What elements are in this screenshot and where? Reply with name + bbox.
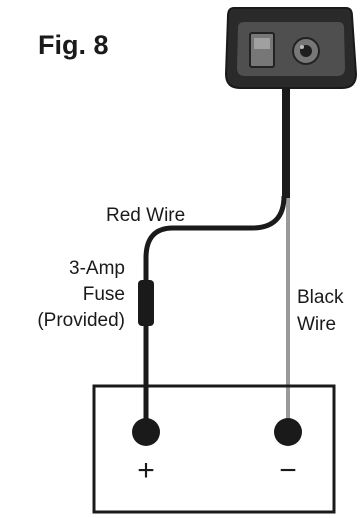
negative-symbol: − (279, 454, 297, 487)
fuse-label-line2: Fuse (83, 284, 125, 305)
black-wire-label-line1: Black (297, 287, 344, 308)
switch-cable (282, 88, 290, 198)
rocker-switch-highlight (254, 38, 270, 49)
fuse-holder-icon (138, 280, 154, 326)
positive-symbol: + (137, 454, 155, 487)
fuse-label-line3: (Provided) (37, 310, 125, 331)
negative-terminal-icon (274, 418, 302, 446)
red-wire (143, 195, 287, 432)
red-wire-label: Red Wire (106, 205, 185, 226)
black-wire-label-line2: Wire (297, 314, 336, 335)
battery-outline (92, 384, 336, 514)
figure-title: Fig. 8 (38, 30, 109, 60)
indicator-light-glint (300, 45, 304, 49)
fuse-label-line1: 3-Amp (69, 258, 125, 279)
switch-panel (224, 7, 358, 89)
positive-terminal-icon (132, 418, 160, 446)
